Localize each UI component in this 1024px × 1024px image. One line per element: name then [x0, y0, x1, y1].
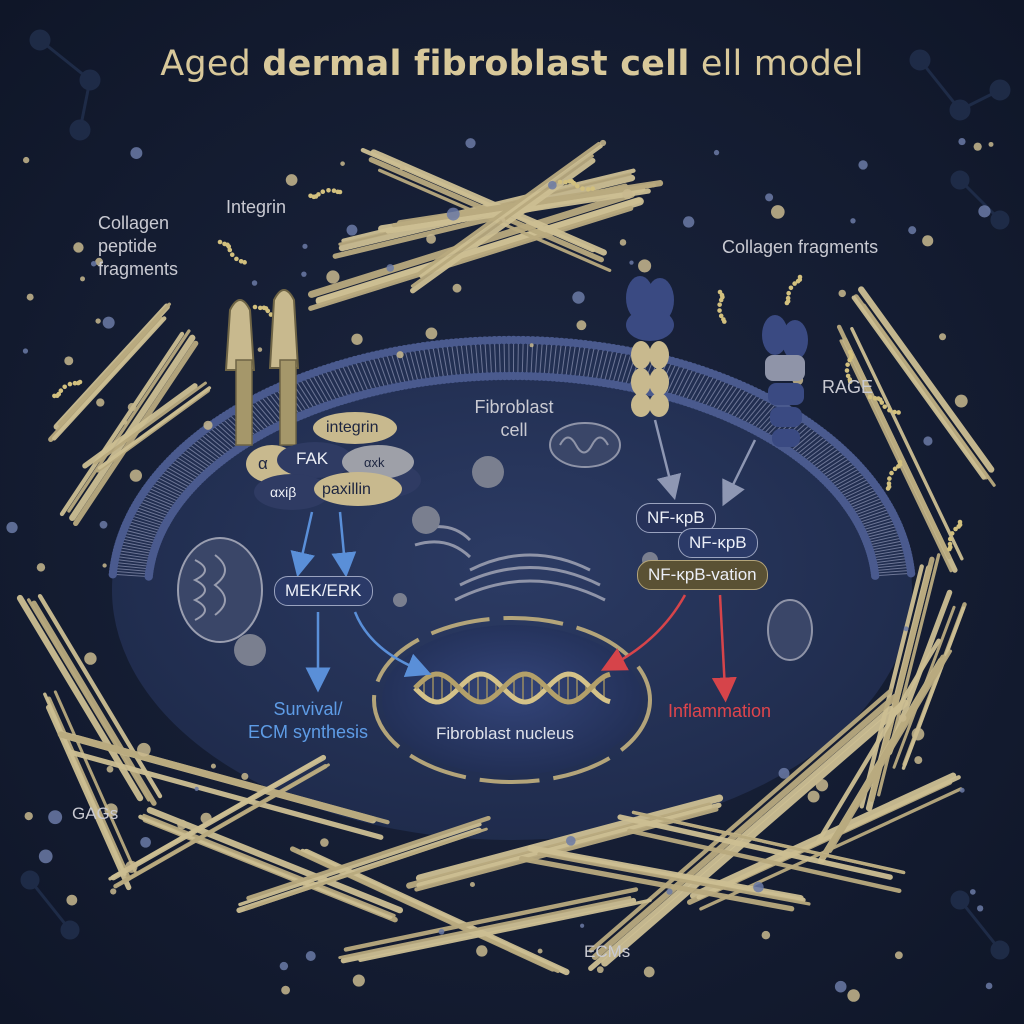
- rage-receptor: [626, 276, 674, 417]
- mitochondrion: [549, 422, 621, 468]
- rage-receptor: [762, 315, 808, 447]
- complex-alpha: α: [258, 454, 268, 473]
- mitochondrion: [767, 599, 813, 661]
- label-line: Fibroblast: [474, 397, 554, 417]
- complex-paxillin: paxillin: [322, 481, 371, 498]
- nuclear-envelope: [372, 616, 652, 784]
- mek-erk-node: MEK/ERK: [274, 576, 373, 606]
- mitochondrion: [177, 537, 263, 643]
- label-nucleus: Fibroblast nucleus: [436, 724, 574, 743]
- arrow-rage-to-nfkb-2: [722, 439, 757, 507]
- arrow-fak-to-mek-2: [331, 511, 357, 578]
- label-ecms: ECMs: [584, 942, 631, 961]
- arrow-fak-to-mek: [290, 511, 315, 578]
- label-survival: Survival/ ECM synthesis: [238, 698, 378, 744]
- label-rage: RAGE: [822, 377, 874, 397]
- focal-adhesion-complex: [246, 412, 421, 510]
- extracellular-particles: [6, 138, 994, 1002]
- collagen-peptide-chains: [52, 179, 963, 552]
- collagen-fiber-network: [16, 141, 996, 976]
- complex-axib: αxiβ: [270, 484, 297, 500]
- label-line: Survival/: [273, 699, 343, 719]
- nucleus: [382, 625, 642, 775]
- arrow-mek-to-nucleus: [353, 611, 432, 677]
- nfkb-node-3: NF-κpB-vation: [637, 560, 768, 590]
- arrow-rage-to-nfkb: [653, 419, 682, 501]
- page-title: Aged dermal fibroblast cell ell model: [160, 44, 864, 84]
- complex-integrin: integrin: [326, 419, 379, 436]
- cell-membrane: [108, 335, 916, 581]
- label-integrin: Integrin: [226, 197, 287, 217]
- arrow-nfkb-to-nucleus: [600, 594, 687, 671]
- label-line: ECM synthesis: [247, 722, 369, 742]
- label-collagen-peptide-fragments: Collagen peptide fragments: [98, 212, 178, 281]
- complex-axk: αxk: [364, 455, 385, 470]
- golgi-apparatus: [414, 525, 606, 602]
- integrin-receptor: [224, 289, 300, 446]
- background-molecules: [20, 29, 1011, 960]
- label-gags: GAGs: [72, 804, 119, 823]
- nfkb-node-2: NF-κpB: [678, 528, 758, 558]
- label-line: cell: [500, 420, 528, 440]
- dna-helix: [413, 671, 611, 705]
- arrow-nfkb-to-inflammation: [711, 594, 737, 703]
- complex-fak: FAK: [296, 449, 329, 468]
- label-inflammation: Inflammation: [668, 701, 772, 721]
- label-collagen-fragments: Collagen fragments: [722, 237, 879, 257]
- label-fibroblast-cell: Fibroblast cell: [466, 396, 562, 442]
- label-line: Collagen: [98, 213, 170, 233]
- pathway-arrows: [290, 419, 757, 703]
- label-line: peptide: [98, 236, 158, 256]
- label-line: fragments: [98, 259, 179, 279]
